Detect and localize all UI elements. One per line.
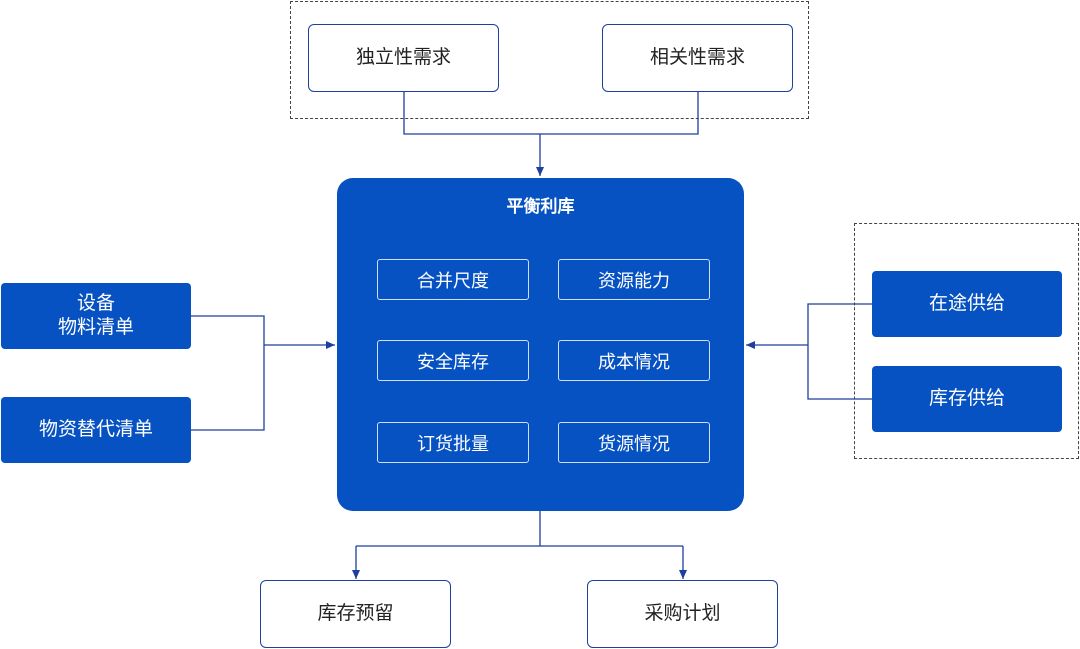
inventory-reserve-node: 库存预留 [260, 580, 451, 648]
factor-merge-scale: 合并尺度 [377, 259, 529, 300]
balance-inventory-title: 平衡利库 [506, 197, 575, 217]
substitute-list-node: 物资替代清单 [1, 397, 191, 463]
balance-inventory-block: 平衡利库 合并尺度 资源能力 安全库存 成本情况 订货批量 货源情况 [337, 178, 744, 511]
factor-safety-stock: 安全库存 [377, 340, 529, 381]
in-transit-connector [807, 303, 872, 345]
independent-demand-connector [403, 92, 540, 135]
factor-supply-source: 货源情况 [558, 422, 710, 463]
factor-cost: 成本情况 [558, 340, 710, 381]
substitute-connector [191, 345, 265, 431]
factor-order-batch: 订货批量 [377, 422, 529, 463]
bom-node: 设备 物料清单 [1, 283, 191, 349]
bom-connector [191, 315, 265, 345]
stock-supply-node: 库存供给 [872, 366, 1062, 432]
purchase-plan-node: 采购计划 [587, 580, 778, 648]
supply-group [854, 223, 1079, 459]
dependent-demand-connector [540, 92, 699, 135]
in-transit-supply-node: 在途供给 [872, 271, 1062, 337]
demand-group [290, 1, 809, 119]
independent-demand-node: 独立性需求 [308, 24, 499, 92]
dependent-demand-node: 相关性需求 [602, 24, 793, 92]
factor-resource-capacity: 资源能力 [558, 259, 710, 300]
stock-connector [807, 345, 872, 400]
